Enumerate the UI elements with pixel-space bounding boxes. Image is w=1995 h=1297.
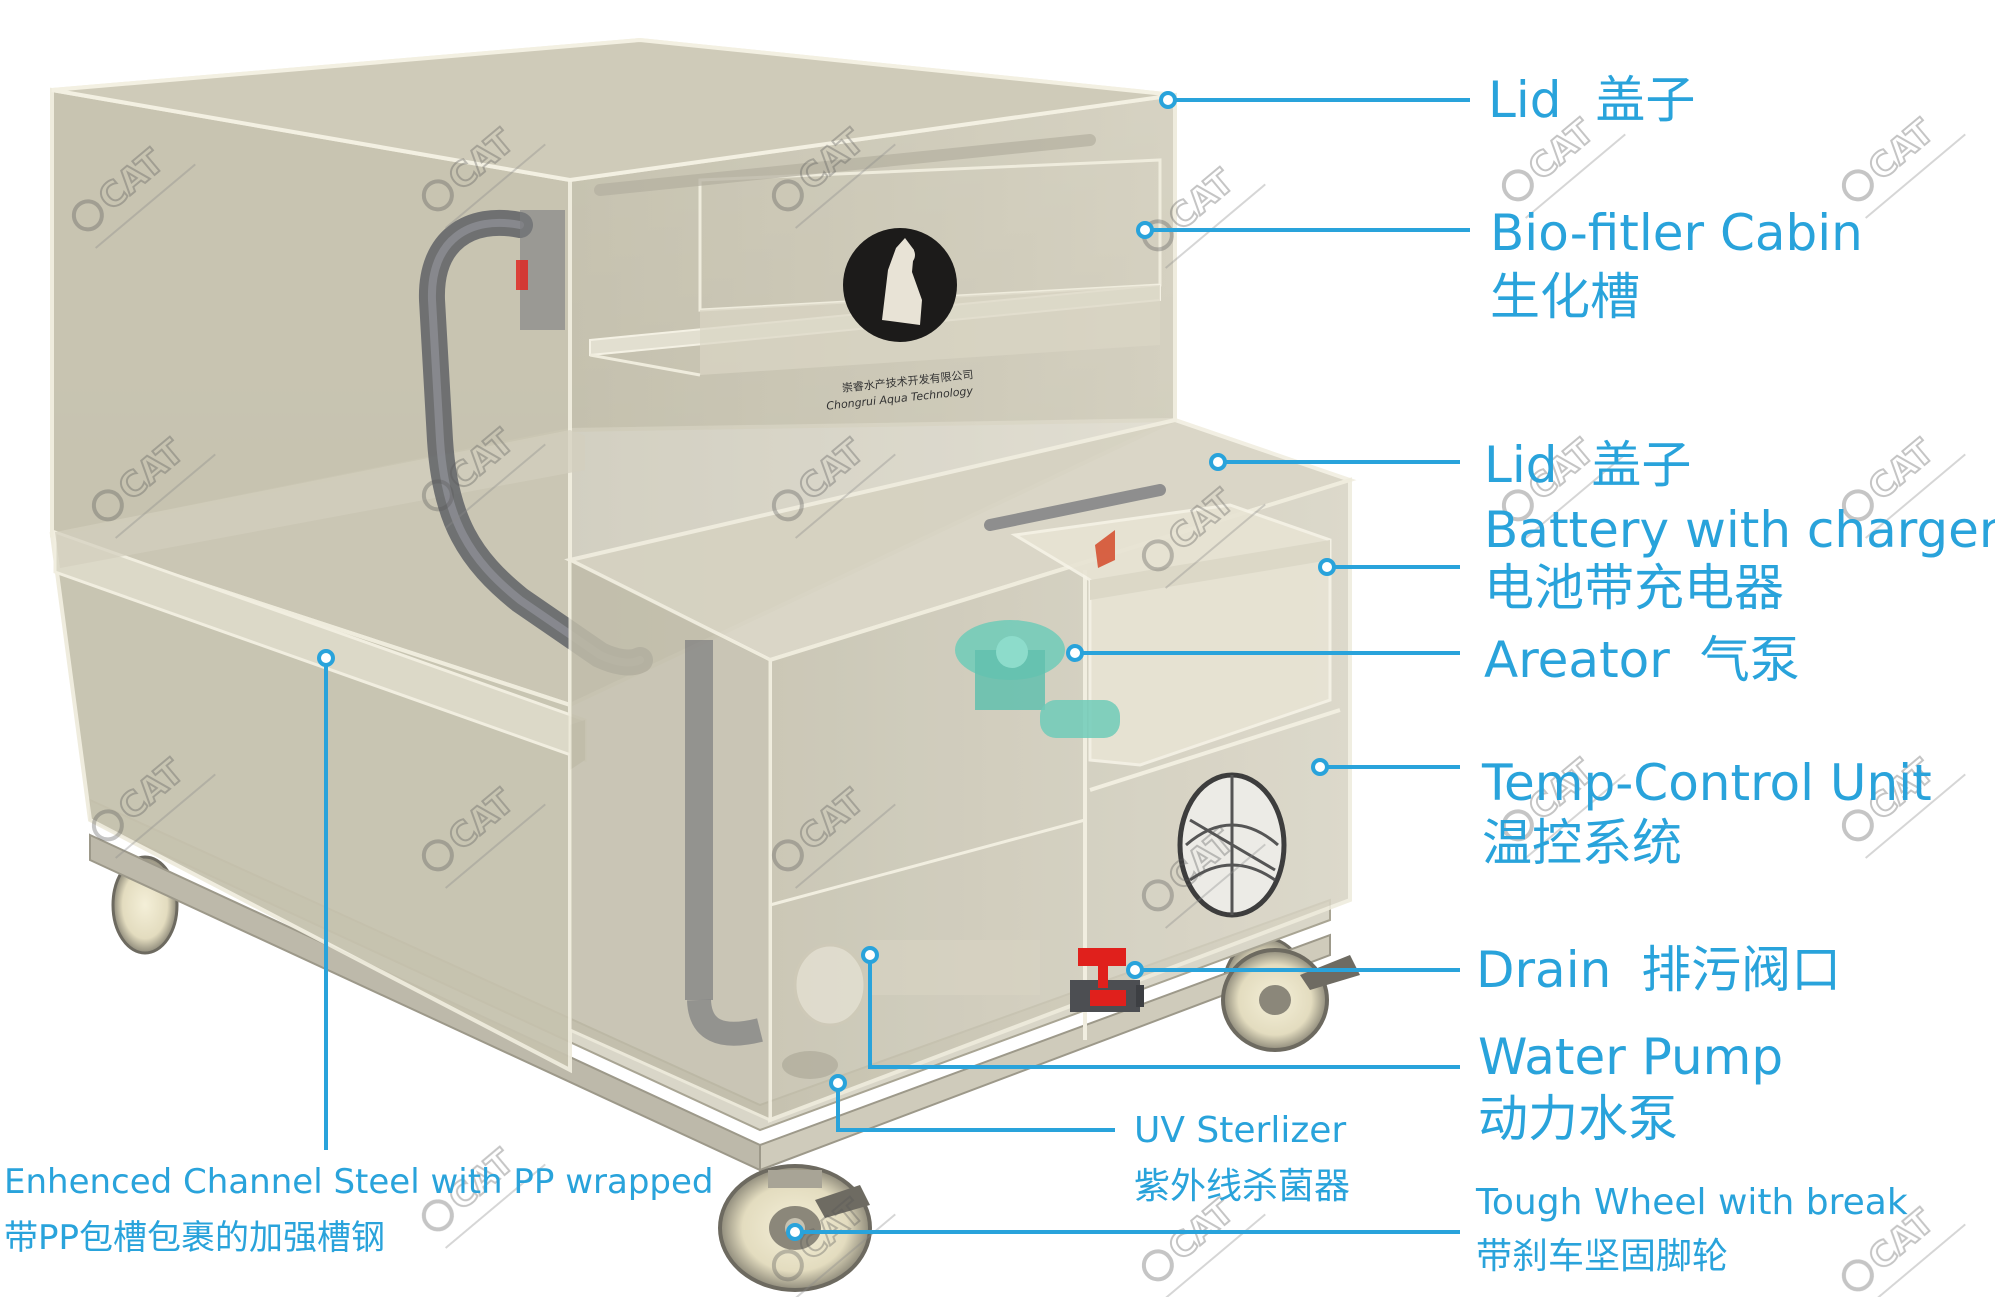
- leader-biofilter-dot: [1136, 221, 1154, 239]
- label-battery: Battery with charger 电池带充电器: [1484, 501, 1995, 617]
- aerator-unit: [955, 620, 1120, 738]
- company-logo: 崇睿水产技术开发有限公司 Chongrui Aqua Technology: [826, 228, 974, 413]
- label-temp-control: Temp-Control Unit 温控系统: [1482, 754, 1932, 872]
- leader-drain-dot: [1126, 961, 1144, 979]
- leader-aerator-dot: [1066, 644, 1084, 662]
- leader-lid-mid-dot: [1209, 453, 1227, 471]
- leader-battery-dot: [1318, 558, 1336, 576]
- label-uv-sterilizer: UV Sterlizer 紫外线杀菌器: [1134, 1110, 1351, 1207]
- watermark-logo-5: CAT: [1841, 110, 1966, 219]
- leader-uv-dot: [829, 1074, 847, 1092]
- callout-lines: [317, 91, 1470, 1241]
- right-compartment: [564, 417, 1357, 1123]
- svg-text:CAT: CAT: [1861, 111, 1942, 188]
- temp-fan: [1177, 772, 1287, 918]
- leader-pump: [868, 955, 1460, 1069]
- label-lid-mid: Lid 盖子: [1484, 436, 1692, 494]
- leader-pump-dot: [861, 946, 879, 964]
- leader-wheel-dot: [786, 1223, 804, 1241]
- label-biofilter: Bio-fitler Cabin 生化槽: [1490, 204, 1863, 326]
- label-drain: Drain 排污阀口: [1476, 941, 1842, 999]
- label-aerator: Areator 气泵: [1484, 631, 1800, 689]
- label-water-pump: Water Pump 动力水泵: [1478, 1028, 1784, 1148]
- leader-uv: [836, 1083, 1115, 1132]
- label-wheel: Tough Wheel with break 带刹车坚固脚轮: [1476, 1182, 1908, 1277]
- label-lid-top: Lid 盖子: [1488, 71, 1696, 129]
- label-channel-steel: Enhenced Channel Steel with PP wrapped 带…: [4, 1162, 714, 1258]
- svg-text:CAT: CAT: [1861, 431, 1942, 508]
- drain-valve: [1070, 948, 1144, 1012]
- leader-temp-dot: [1311, 758, 1329, 776]
- leader-channel-dot: [317, 649, 335, 667]
- leader-lid-top-dot: [1159, 91, 1177, 109]
